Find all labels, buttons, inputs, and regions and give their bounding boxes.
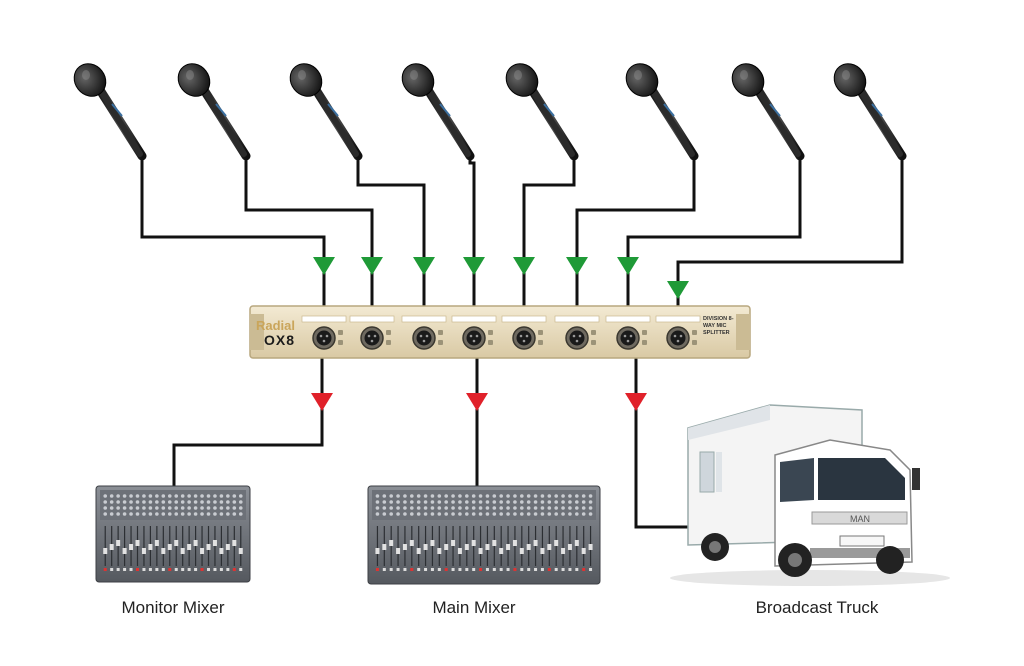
input-arrow <box>463 257 485 275</box>
input-cable <box>140 158 326 330</box>
xlr-input-jack <box>501 315 547 350</box>
microphone-icon <box>833 63 907 161</box>
input-cable <box>356 158 426 330</box>
microphone-icon <box>73 63 147 161</box>
input-arrow <box>566 257 588 275</box>
xlr-input-jack <box>655 315 701 350</box>
microphone-icon <box>625 63 699 161</box>
arrow-group <box>311 257 689 411</box>
svg-text:MAN: MAN <box>850 514 870 524</box>
broadcast-truck-icon: MAN <box>670 404 950 586</box>
input-cable <box>575 158 696 330</box>
device-tagline: DIVISION 8-WAY MIC SPLITTER <box>703 316 734 336</box>
xlr-input-jack <box>349 315 395 350</box>
input-arrow <box>413 257 435 275</box>
xlr-input-jack <box>401 315 447 350</box>
microphone-icon <box>731 63 805 161</box>
output-arrow <box>311 393 333 411</box>
input-arrow <box>513 257 535 275</box>
input-arrow <box>667 281 689 299</box>
xlr-input-jack <box>301 315 347 350</box>
main-mixer-icon <box>367 485 601 585</box>
xlr-input-jack <box>554 315 600 350</box>
input-cable <box>468 158 476 330</box>
device-model: OX8 <box>264 332 296 348</box>
microphone-icon <box>401 63 475 161</box>
input-arrow <box>313 257 335 275</box>
input-cable <box>626 158 802 330</box>
output-arrow <box>625 393 647 411</box>
device-brand: Radial <box>256 318 296 333</box>
broadcast-truck-label: Broadcast Truck <box>755 598 879 617</box>
output-arrow <box>466 393 488 411</box>
output-cable-truck <box>634 330 690 529</box>
input-arrow <box>361 257 383 275</box>
microphone-icon <box>505 63 579 161</box>
main-mixer-label: Main Mixer <box>432 598 516 617</box>
input-cable <box>244 158 374 330</box>
microphone-icon <box>289 63 363 161</box>
output-cable-monitor <box>172 330 324 490</box>
input-arrow <box>617 257 639 275</box>
microphone-group <box>73 63 907 161</box>
microphone-icon <box>177 63 251 161</box>
xlr-input-jack <box>451 315 497 350</box>
input-cable <box>676 158 904 330</box>
monitor-mixer-icon <box>95 485 251 583</box>
monitor-mixer-label: Monitor Mixer <box>121 598 225 617</box>
mic-splitter-unit <box>249 305 751 359</box>
input-cable <box>522 158 576 330</box>
xlr-input-jack <box>605 315 651 350</box>
